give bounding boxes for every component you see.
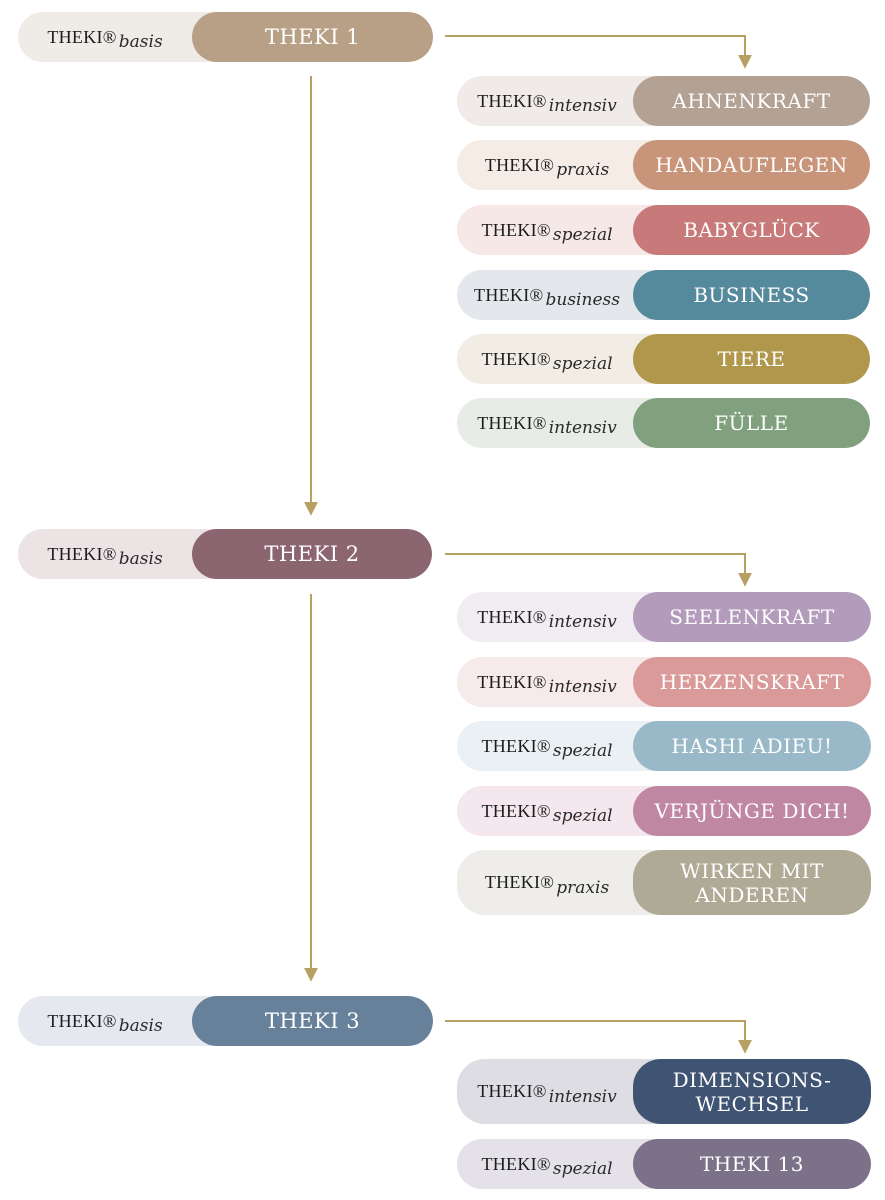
course-pill-seelenkraft[interactable]: THEKI®intensiv SEELENKRAFT [457, 592, 871, 642]
course-pill-verjuenge-dich[interactable]: THEKI®spezial VERJÜNGE DICH! [457, 786, 871, 836]
course-pill-babyglueck[interactable]: THEKI®spezial BABYGLÜCK [457, 205, 870, 255]
brand-logo: THEKI®basis [47, 543, 163, 570]
course-label: TIERE [633, 334, 870, 384]
course-label: DIMENSIONS-WECHSEL [633, 1059, 871, 1124]
brand-logo: THEKI®basis [47, 26, 163, 53]
course-label: WIRKEN MIT ANDEREN [633, 850, 871, 915]
course-label: FÜLLE [633, 398, 870, 448]
brand-logo: THEKI®spezial [481, 1153, 613, 1180]
course-label: VERJÜNGE DICH! [633, 786, 871, 836]
brand-logo: THEKI®intensiv [477, 606, 617, 633]
course-label: AHNENKRAFT [633, 76, 870, 126]
brand-logo: THEKI®spezial [481, 800, 613, 827]
basis-label: THEKI 3 [192, 996, 433, 1046]
brand-logo: THEKI®basis [47, 1010, 163, 1037]
brand-logo: THEKI®business [474, 284, 620, 311]
course-pill-theki-13[interactable]: THEKI®spezial THEKI 13 [457, 1139, 871, 1189]
brand-logo: THEKI®praxis [484, 872, 610, 898]
course-pill-tiere[interactable]: THEKI®spezial TIERE [457, 334, 870, 384]
brand-logo: THEKI®praxis [484, 154, 610, 181]
arrow-theki3-to-courses [445, 1020, 752, 1054]
arrow-theki1-to-courses [445, 35, 752, 69]
course-label: BUSINESS [633, 270, 870, 320]
course-label: BABYGLÜCK [633, 205, 870, 255]
brand-logo: THEKI®intensiv [477, 671, 617, 698]
course-pill-wirken-mit-anderen[interactable]: THEKI®praxis WIRKEN MIT ANDEREN [457, 850, 871, 915]
brand-logo: THEKI®intensiv [477, 412, 617, 439]
course-pill-handauflegen[interactable]: THEKI®praxis HANDAUFLEGEN [457, 140, 870, 190]
course-pill-fuelle[interactable]: THEKI®intensiv FÜLLE [457, 398, 870, 448]
brand-logo: THEKI®spezial [481, 219, 613, 246]
course-label: THEKI 13 [633, 1139, 871, 1189]
brand-logo: THEKI®intensiv [477, 1081, 617, 1107]
basis-pill-theki-1[interactable]: THEKI®basis THEKI 1 [18, 12, 433, 62]
course-pill-hashi-adieu[interactable]: THEKI®spezial HASHI ADIEU! [457, 721, 871, 771]
basis-pill-theki-2[interactable]: THEKI®basis THEKI 2 [18, 529, 432, 579]
course-pill-dimensionswechsel[interactable]: THEKI®intensiv DIMENSIONS-WECHSEL [457, 1059, 871, 1124]
course-label: HERZENSKRAFT [633, 657, 871, 707]
basis-label: THEKI 2 [192, 529, 432, 579]
course-label: SEELENKRAFT [633, 592, 871, 642]
course-pill-ahnenkraft[interactable]: THEKI®intensiv AHNENKRAFT [457, 76, 870, 126]
course-label: HASHI ADIEU! [633, 721, 871, 771]
course-label: HANDAUFLEGEN [633, 140, 870, 190]
course-pill-herzenskraft[interactable]: THEKI®intensiv HERZENSKRAFT [457, 657, 871, 707]
course-pill-business[interactable]: THEKI®business BUSINESS [457, 270, 870, 320]
basis-label: THEKI 1 [192, 12, 433, 62]
basis-pill-theki-3[interactable]: THEKI®basis THEKI 3 [18, 996, 433, 1046]
arrow-theki2-to-courses [445, 553, 752, 587]
brand-logo: THEKI®spezial [481, 348, 613, 375]
brand-logo: THEKI®intensiv [477, 90, 617, 117]
brand-logo: THEKI®spezial [481, 735, 613, 762]
